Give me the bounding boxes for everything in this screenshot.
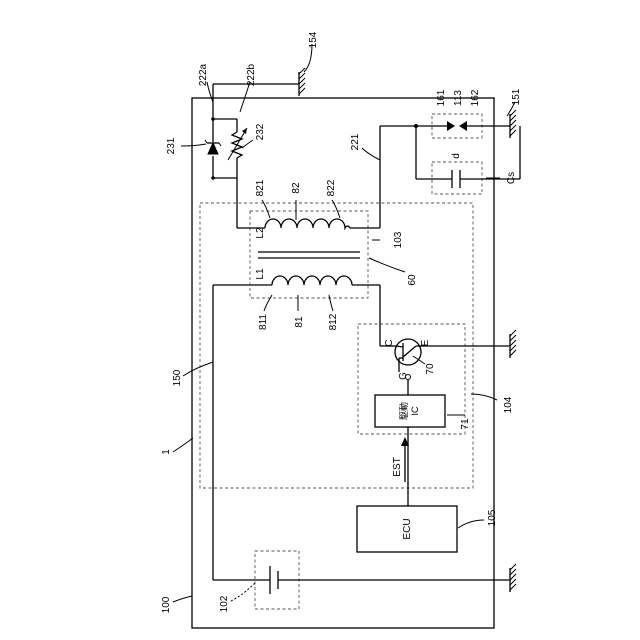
label-822: 822 [326,179,337,196]
label-1: 1 [161,449,172,455]
label-113: 113 [453,90,464,106]
label-driver-1: 駆動 [399,402,409,420]
ground-symbol-top [213,68,305,98]
label-l2: L2 [255,227,266,239]
secondary-wiring [350,124,452,228]
label-est: EST [392,457,403,476]
spark-gap-symbol [447,121,510,131]
stray-capacitance-outline [432,162,482,194]
label-222a: 222a [198,63,209,86]
label-104: 104 [503,396,514,413]
primary-coil-winding [272,276,352,285]
label-ecu: ECU [402,518,413,539]
ground-symbol-battery [510,564,516,592]
battery-symbol [213,566,510,594]
label-105: 105 [487,509,498,526]
ground-symbol-plug [510,110,516,138]
label-811: 811 [258,314,269,330]
label-150: 150 [172,369,183,386]
label-81: 81 [294,316,305,328]
ground-symbol-emitter [510,330,516,358]
igbt-symbol [395,339,510,395]
label-71: 71 [460,418,471,430]
label-812: 812 [328,313,339,330]
label-60: 60 [407,274,418,286]
label-100: 100 [161,596,172,613]
label-222b: 222b [246,63,257,86]
label-g: G [398,372,409,380]
secondary-coil-winding [265,219,350,228]
label-232: 232 [255,123,266,140]
label-l1: L1 [255,268,266,280]
label-e: E [420,339,431,346]
protection-network [211,98,265,228]
label-103: 103 [393,231,404,248]
label-82: 82 [291,182,302,194]
label-162: 162 [470,89,481,106]
label-231: 231 [166,137,177,154]
label-d: d [451,153,462,159]
label-821: 821 [255,179,266,196]
iron-core [258,252,360,258]
label-221: 221 [350,133,361,150]
label-c: C [384,339,395,346]
label-102: 102 [219,595,230,612]
label-70: 70 [425,363,436,375]
label-161: 161 [436,89,447,106]
label-cs: Cs [506,172,517,184]
label-154: 154 [308,31,319,48]
label-driver-2: IC [410,406,420,416]
diode-symbol [205,140,221,154]
label-151: 151 [511,88,522,105]
resistor-adjust-arrow [228,128,247,160]
